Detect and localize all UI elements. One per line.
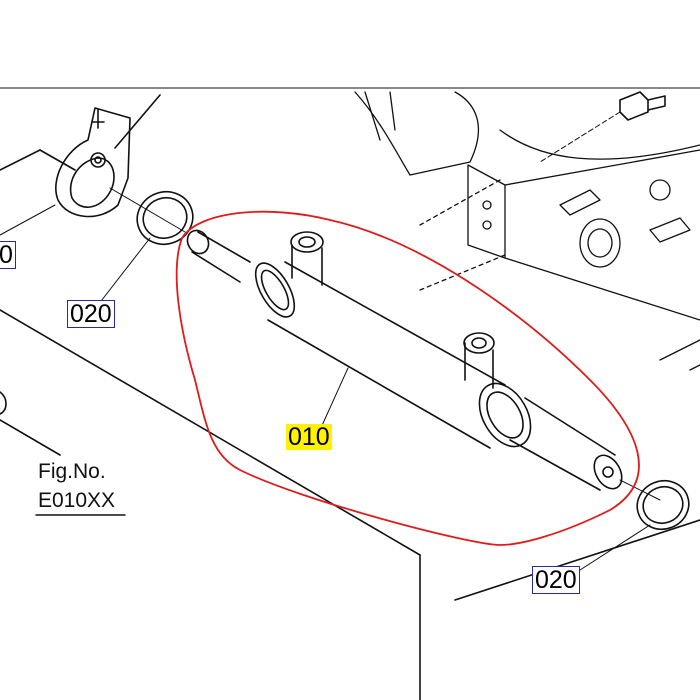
red-circle-mark <box>175 210 640 546</box>
callout-snap-ring-left[interactable]: 020 <box>67 300 115 328</box>
partial-part-left <box>0 391 7 415</box>
callout-snap-ring-right[interactable]: 020 <box>532 566 580 594</box>
snap-ring-left <box>97 190 194 306</box>
bolt-part <box>539 91 666 163</box>
bracket-part <box>55 107 186 233</box>
callout-leader <box>0 204 56 236</box>
figure-number-label: Fig.No. <box>38 460 106 483</box>
figure-number-value: E010XX <box>38 489 116 512</box>
snap-ring-right <box>579 479 690 571</box>
callout-partial-left[interactable]: 0 <box>0 241 16 269</box>
cylinder-part <box>186 229 661 501</box>
frame-outline <box>0 87 700 700</box>
callout-cylinder[interactable]: 010 <box>286 423 332 451</box>
housing-part <box>354 91 700 371</box>
